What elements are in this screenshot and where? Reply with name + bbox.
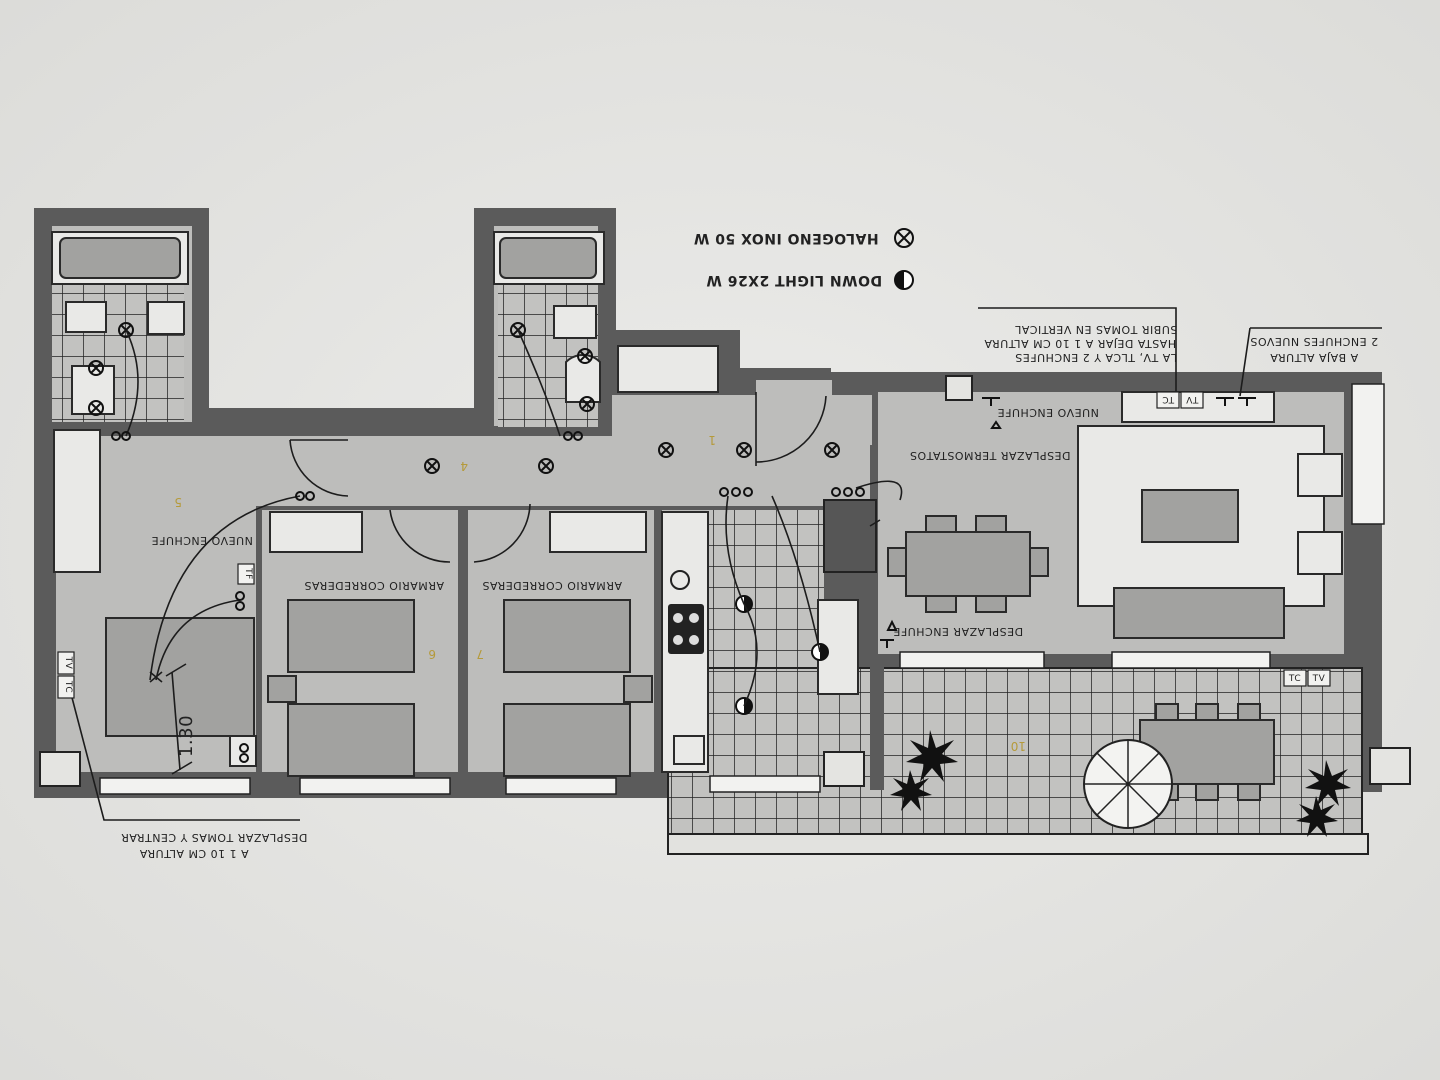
leaders (69, 307, 1382, 821)
dimension-label: 1.30 (176, 715, 197, 757)
halogen-lights (88, 322, 840, 474)
wiring (125, 329, 903, 707)
plant (890, 730, 1351, 837)
note-wardrobe-1: ARMARIO CORREDERAS (304, 579, 444, 592)
room-number-1: 1 (708, 433, 716, 447)
note-new-outlet-bedroom: NUEVO ENCHUFE (151, 534, 253, 547)
circle-cross-icon (88, 360, 104, 376)
windows (99, 383, 1385, 795)
half-filled-circle-icon (894, 270, 914, 290)
socket-label-tf: TF (243, 567, 253, 580)
parasol (1083, 739, 1173, 829)
legend: HALOGENO INOX 50 W DOWN LIGHT 2X26 W (693, 228, 914, 290)
note-new-outlets-line-1: 2 ENCHUFES NUEVOS (1250, 335, 1378, 348)
dimension-line (149, 663, 193, 775)
circle-cross-icon (579, 396, 595, 412)
arrow-up-icon (886, 619, 898, 631)
circle-cross-icon (658, 442, 674, 458)
note-move-thermostats: DESPLAZAR TERMOSTATOS (910, 449, 1071, 462)
note-move-outlet: DESPLAZAR ENCHUFE (893, 625, 1023, 638)
socket-label-tc: TC (63, 680, 73, 693)
room-number-7: 7 (476, 647, 484, 661)
note-new-outlets-line-2: A BAJA ALTURA (1270, 351, 1358, 364)
room-number-10: 10 (1011, 739, 1026, 753)
legend-downlight-label: DOWN LIGHT 2X26 W (706, 272, 882, 288)
circle-cross-icon (88, 400, 104, 416)
note-wardrobe-2: ARMARIO CORREDERAS (482, 579, 622, 592)
note-center-outlets-line-2: A 1 10 CM ALTURA (139, 847, 248, 860)
circle-cross-icon (824, 442, 840, 458)
note-new-outlet-living: NUEVO ENCHUFE (997, 406, 1099, 419)
kitchen-fixtures (661, 499, 877, 773)
room-number-4: 4 (460, 459, 468, 473)
circle-cross-icon (538, 458, 554, 474)
socket-label-tv: TV (1185, 394, 1199, 404)
room-number-6: 6 (428, 647, 436, 661)
room-number-5: 5 (174, 495, 182, 509)
circle-cross-icon (736, 442, 752, 458)
circle-cross-icon (577, 348, 593, 364)
socket-tags: TC TV TC TV TV TC TF (57, 391, 1331, 699)
note-raise-line-3: LA TV, TLCA Y 2 ENCHUFES (1015, 351, 1177, 364)
socket-label-tv: TV (1312, 674, 1326, 684)
socket-label-tv: TV (63, 656, 73, 670)
note-center-outlets-line-1: DESPLAZAR TOMAS Y CENTRAR (121, 831, 308, 844)
doors (289, 392, 827, 563)
socket-label-tc: TC (1162, 394, 1175, 404)
note-raise-line-1: SUBIR TOMAS EN VERTICAL (1014, 323, 1177, 336)
note-raise-line-2: HASTA DEJAR A 1 10 CM ALTURA (984, 337, 1176, 350)
socket-label-tc: TC (1288, 674, 1301, 684)
terrace-furniture (890, 703, 1351, 837)
legend-halogen-label: HALOGENO INOX 50 W (693, 230, 878, 246)
circle-cross-icon (894, 228, 914, 248)
outlets (111, 397, 1256, 763)
circle-cross-icon (424, 458, 440, 474)
annotations: SUBIR TOMAS EN VERTICAL HASTA DEJAR A 1 … (121, 323, 1378, 860)
room-numbers: 1 4 5 6 7 10 (174, 433, 1026, 753)
arrow-up-icon (990, 420, 1002, 429)
